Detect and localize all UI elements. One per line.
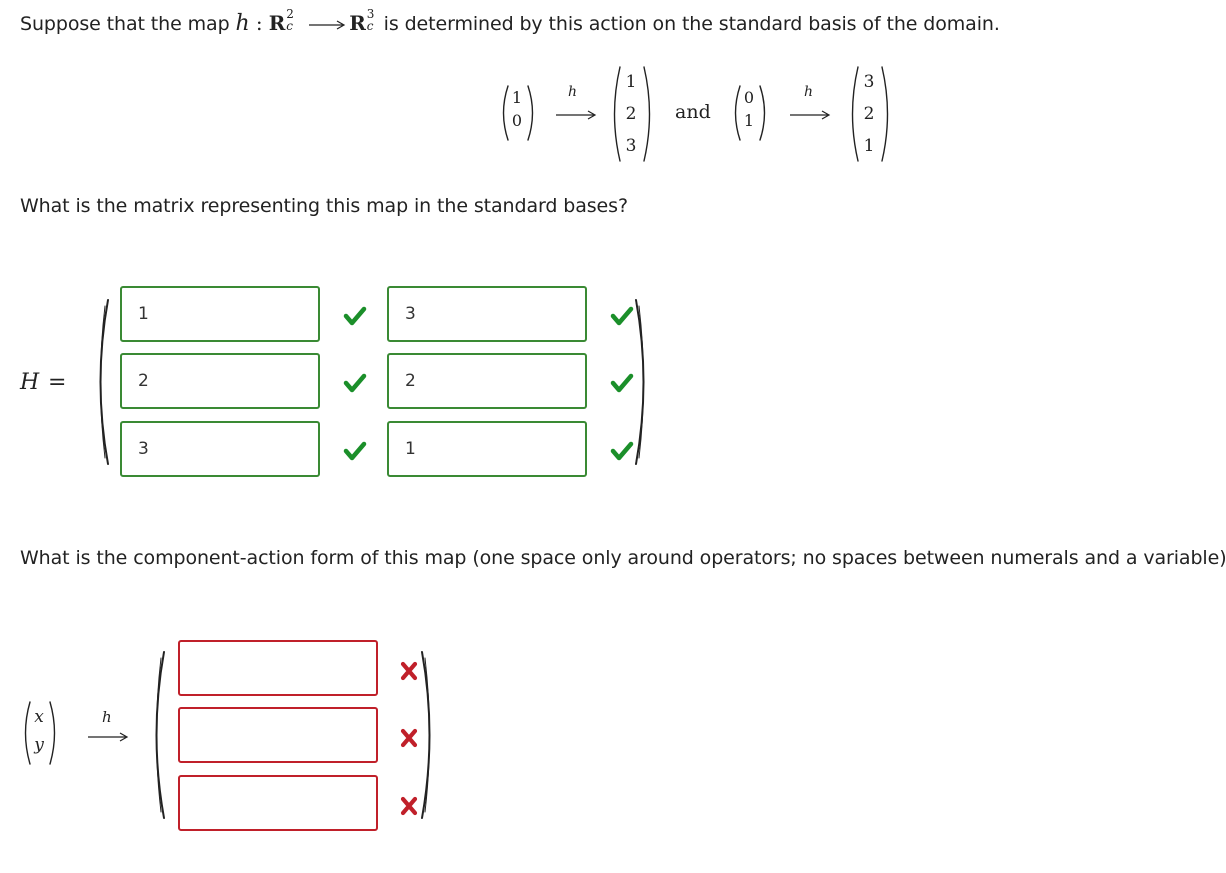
codomain-exponent: 3 [366, 7, 375, 21]
vector-entry: 2 [625, 104, 637, 124]
right-paren-icon [527, 85, 534, 141]
right-paren-icon [881, 66, 889, 162]
maps-to-arrow-icon [790, 110, 831, 120]
left-paren-icon [24, 701, 31, 765]
domain-subscript: c [286, 19, 293, 33]
equals-sign: = [48, 370, 67, 395]
cross-icon [400, 728, 418, 748]
input-vector: x y [30, 703, 48, 759]
right-paren-icon [759, 85, 766, 141]
vector-entry: 1 [743, 111, 755, 130]
arrow-label: h [102, 708, 112, 726]
codomain-subscript: c [366, 19, 374, 33]
map-colon: : [249, 11, 269, 35]
map-name: h [235, 11, 250, 36]
right-paren-icon [643, 66, 651, 162]
matrix-cell-r1c2[interactable] [387, 286, 587, 342]
component-row-2-input[interactable] [178, 707, 378, 763]
right-paren-icon [49, 701, 56, 765]
basis-vector-e2: 0 1 [740, 86, 758, 132]
check-icon [610, 441, 634, 461]
maps-to-arrow-icon [88, 732, 129, 742]
arrow-label: h [568, 84, 578, 100]
cross-icon [400, 796, 418, 816]
intro-text-after: is determined by this action on the stan… [377, 13, 1000, 35]
vector-entry: 0 [743, 88, 755, 107]
part1-prompt: What is the matrix representing this map… [20, 195, 628, 217]
vector-entry: 1 [511, 88, 523, 107]
basis-vector-e1: 1 0 [508, 86, 526, 132]
maps-to-arrow-icon [309, 19, 346, 30]
part2-prompt: What is the component-action form of thi… [20, 547, 1226, 569]
matrix-cell-r1c1[interactable] [120, 286, 320, 342]
right-paren-icon [421, 651, 431, 819]
vector-entry: 1 [625, 72, 637, 92]
maps-to-arrow-icon [556, 110, 597, 120]
matrix-cell-r2c1[interactable] [120, 353, 320, 409]
vector-entry: 3 [863, 72, 875, 92]
image-vector-e2: 3 2 1 [858, 66, 880, 162]
left-paren-icon [734, 85, 741, 141]
check-icon [343, 441, 367, 461]
matrix-cell-r2c2[interactable] [387, 353, 587, 409]
left-paren-icon [851, 66, 859, 162]
check-icon [343, 306, 367, 326]
left-paren-icon [155, 651, 165, 819]
left-paren-icon [613, 66, 621, 162]
component-row-1-input[interactable] [178, 640, 378, 696]
matrix-cell-r3c1[interactable] [120, 421, 320, 477]
left-paren-icon [99, 299, 109, 465]
conjunction-and: and [675, 101, 711, 123]
check-icon [343, 373, 367, 393]
domain-exponent: 2 [286, 7, 294, 21]
left-paren-icon [502, 85, 509, 141]
check-icon [610, 306, 634, 326]
vector-entry: 3 [625, 136, 637, 156]
vector-entry: 0 [511, 111, 523, 130]
vector-entry-y: y [34, 735, 44, 755]
domain-space: R [268, 11, 286, 35]
vector-entry: 2 [863, 104, 875, 124]
intro-text-before: Suppose that the map [20, 13, 236, 35]
vector-entry: 1 [863, 136, 875, 156]
arrow-label: h [804, 84, 814, 100]
matrix-cell-r3c2[interactable] [387, 421, 587, 477]
component-row-3-input[interactable] [178, 775, 378, 831]
vector-entry-x: x [34, 707, 44, 727]
matrix-label: H [20, 370, 40, 395]
cross-icon [400, 661, 418, 681]
image-vector-e1: 1 2 3 [620, 66, 642, 162]
right-paren-icon [635, 299, 645, 465]
check-icon [610, 373, 634, 393]
codomain-space: R [349, 11, 366, 35]
